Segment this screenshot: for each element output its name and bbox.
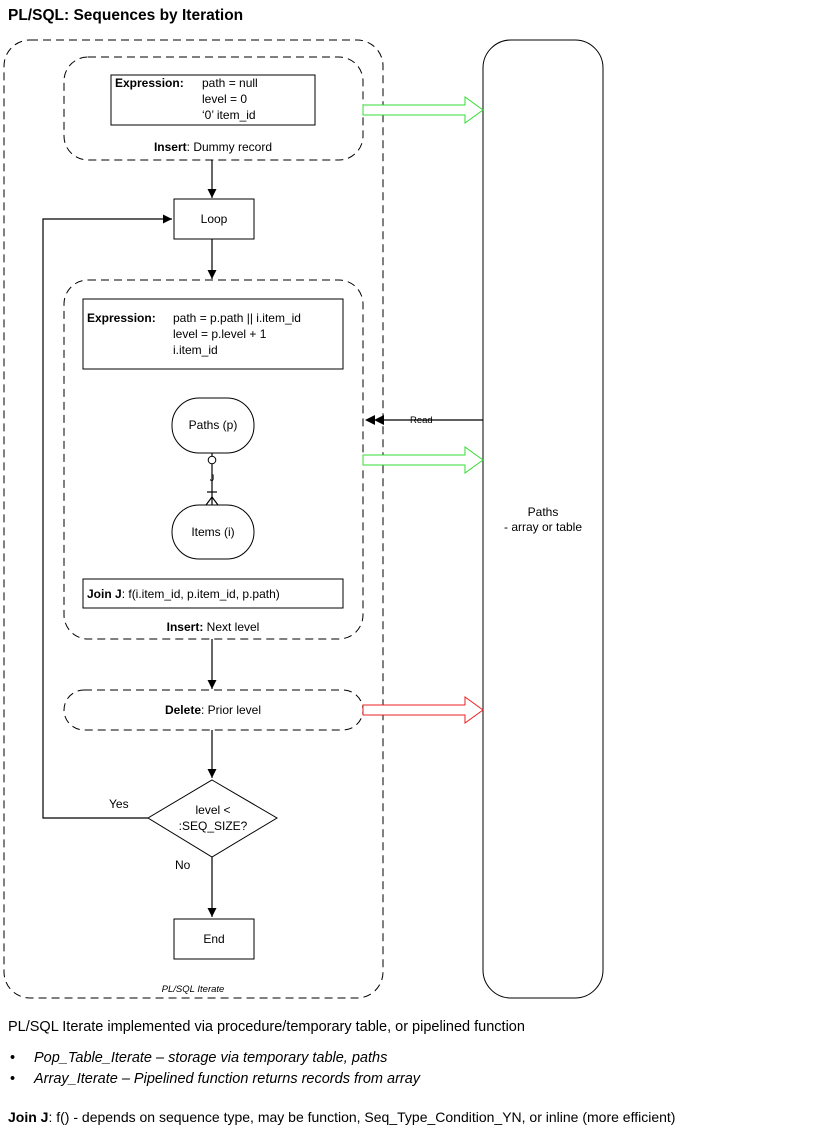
footer-join-text: : f() - depends on sequence type, may be…	[48, 1109, 676, 1125]
next-expression-line: path = p.path || i.item_id	[173, 311, 301, 325]
dummy-expression-label: Expression:	[115, 76, 184, 90]
dummy-expression-line: level = 0	[202, 92, 247, 106]
next-expression-line: i.item_id	[173, 343, 218, 357]
delete-arrow	[362, 696, 484, 724]
delete-caption: Delete: Prior level	[165, 703, 261, 717]
paths-node	[171, 397, 255, 454]
list-item: •Pop_Table_Iterate – storage via tempora…	[10, 1050, 388, 1066]
diagram-title: PL/SQL: Sequences by Iteration	[8, 7, 243, 24]
next-expression-line: level = p.level + 1	[173, 327, 267, 341]
no-label: No	[175, 858, 191, 872]
footer-intro: PL/SQL Iterate implemented via procedure…	[8, 1019, 525, 1035]
flowchart-diagram: PL/SQL: Sequences by Iteration PL/SQL It…	[3, 7, 604, 999]
bullet-text: Array_Iterate – Pipelined function retur…	[34, 1071, 421, 1087]
insert-arrow-dummy	[362, 96, 484, 124]
next-expression-box	[82, 298, 344, 370]
read-arrow	[365, 415, 483, 425]
dummy-expression-line: ‘0’ item_id	[202, 108, 256, 122]
yes-label: Yes	[109, 797, 129, 811]
container-label: PL/SQL Iterate	[162, 984, 225, 995]
join-marker: J	[210, 473, 215, 483]
decision-line-1: level <	[195, 803, 230, 817]
loop-label: Loop	[201, 212, 228, 226]
join-box	[82, 578, 344, 609]
next-insert-caption: Insert: Next level	[167, 620, 260, 634]
arrow-yes-loop-back	[42, 214, 172, 819]
items-node	[171, 504, 255, 560]
paths-store	[482, 39, 604, 999]
end-label: End	[203, 932, 224, 946]
read-label: Read	[410, 415, 433, 426]
footer-join-label: Join J	[8, 1109, 49, 1125]
paths-node-label: Paths (p)	[189, 418, 238, 432]
paths-store-subtitle: - array or table	[504, 520, 582, 534]
dummy-insert-caption: Insert: Dummy record	[154, 140, 272, 154]
footer-bullet-list: •Pop_Table_Iterate – storage via tempora…	[8, 1050, 420, 1092]
end-box	[173, 918, 255, 960]
dummy-expression-line: path = null	[202, 76, 258, 90]
loop-box	[173, 198, 255, 240]
next-expression-label: Expression:	[87, 311, 156, 325]
insert-arrow-next-level	[362, 446, 484, 474]
join-caption: Join J: f(i.item_id, p.item_id, p.path)	[87, 587, 280, 601]
dummy-expression-box	[110, 74, 316, 126]
decision-line-2: :SEQ_SIZE?	[179, 819, 248, 833]
list-item: •Array_Iterate – Pipelined function retu…	[10, 1071, 421, 1087]
items-node-label: Items (i)	[191, 525, 234, 539]
paths-store-title: Paths	[528, 505, 559, 519]
plsql-iterate-container	[3, 39, 384, 999]
footer-join-note: Join J: f() - depends on sequence type, …	[8, 1109, 675, 1125]
bullet-text: Pop_Table_Iterate – storage via temporar…	[34, 1050, 388, 1066]
join-relationship	[205, 453, 219, 506]
